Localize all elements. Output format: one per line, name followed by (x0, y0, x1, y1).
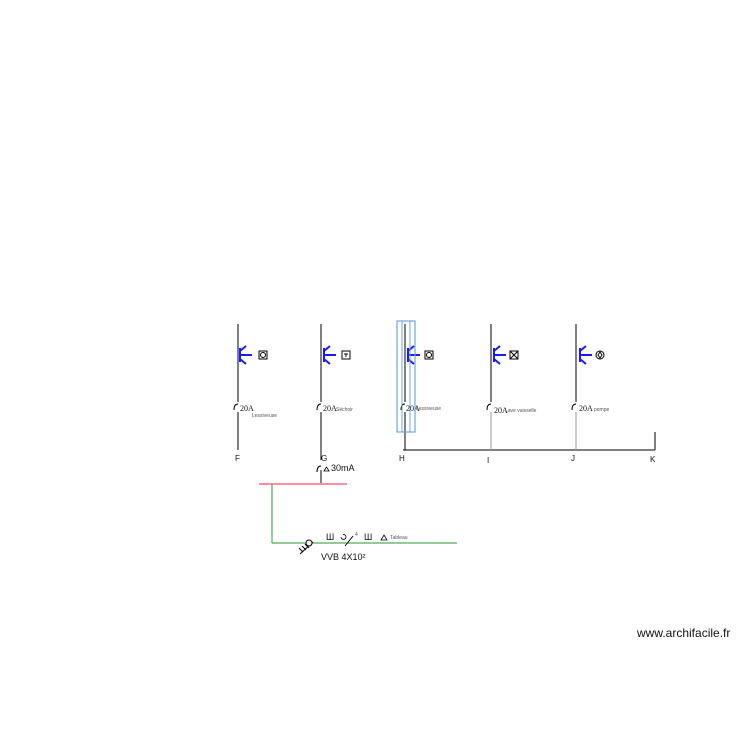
circuit-label: Lave vaisselle (505, 408, 537, 414)
delta-icon (380, 534, 388, 541)
supply-line[interactable] (271, 484, 457, 544)
washer-icon (258, 350, 268, 360)
breaker-icon (316, 465, 322, 473)
earth-icon (298, 539, 314, 555)
breaker-rating: 20A (240, 404, 254, 413)
meter-icon: Ш (326, 532, 334, 542)
differential-sensitivity: 30mA (331, 463, 355, 473)
breaker-rating: 20A (323, 404, 337, 413)
circuit-label: Lessiveuse (416, 406, 441, 412)
breaker-icon (233, 403, 239, 411)
supply-note: Tableau (390, 535, 408, 541)
watermark: www.archifacile.fr (636, 626, 730, 640)
circuit-symbol (323, 345, 336, 365)
distribution-bus: K (403, 432, 656, 464)
conductor-count: 4 (355, 532, 358, 538)
circuit-i[interactable]: 20A Lave vaisselle I (486, 324, 537, 465)
cable-label: VVB 4X10² (321, 552, 366, 562)
circuit-label: pompe (594, 407, 610, 413)
breaker-icon (486, 403, 492, 411)
cable-slash-icon (344, 535, 354, 547)
washer-icon (424, 350, 434, 360)
circuit-letter: G (321, 454, 327, 463)
dryer-icon (341, 350, 351, 360)
circuit-h[interactable]: 20A Lessiveuse H (396, 320, 441, 463)
pump-icon (595, 350, 605, 360)
circuit-j[interactable]: 20A pompe J (571, 324, 610, 463)
breaker-icon (571, 403, 577, 411)
dishwasher-icon (509, 350, 519, 360)
circuit-letter: H (399, 454, 405, 463)
circuit-label: Lessiveuse (252, 413, 277, 419)
circuit-letter: F (235, 454, 240, 463)
refresh-icon (340, 534, 347, 540)
circuit-letter: J (571, 454, 575, 463)
breaker-rating: 20A (406, 404, 420, 413)
circuit-symbol (579, 345, 592, 365)
circuit-g[interactable]: 20A Séchoir G (316, 324, 353, 463)
breaker-icon (316, 403, 322, 411)
circuit-f[interactable]: 20A Lessiveuse F (233, 324, 277, 463)
circuit-symbol (239, 345, 252, 365)
differential-icon (323, 466, 330, 472)
circuit-label: Séchoir (336, 407, 353, 413)
breaker-rating: 20A (494, 406, 508, 415)
circuit-letter: I (487, 456, 489, 465)
breaker-rating: 20A (579, 404, 593, 413)
selection-frame[interactable] (396, 320, 416, 433)
meter-icon: Ш (364, 532, 372, 542)
end-letter: K (650, 455, 656, 464)
differential-breaker[interactable]: 30mA (316, 463, 355, 483)
circuit-symbol (493, 345, 506, 365)
